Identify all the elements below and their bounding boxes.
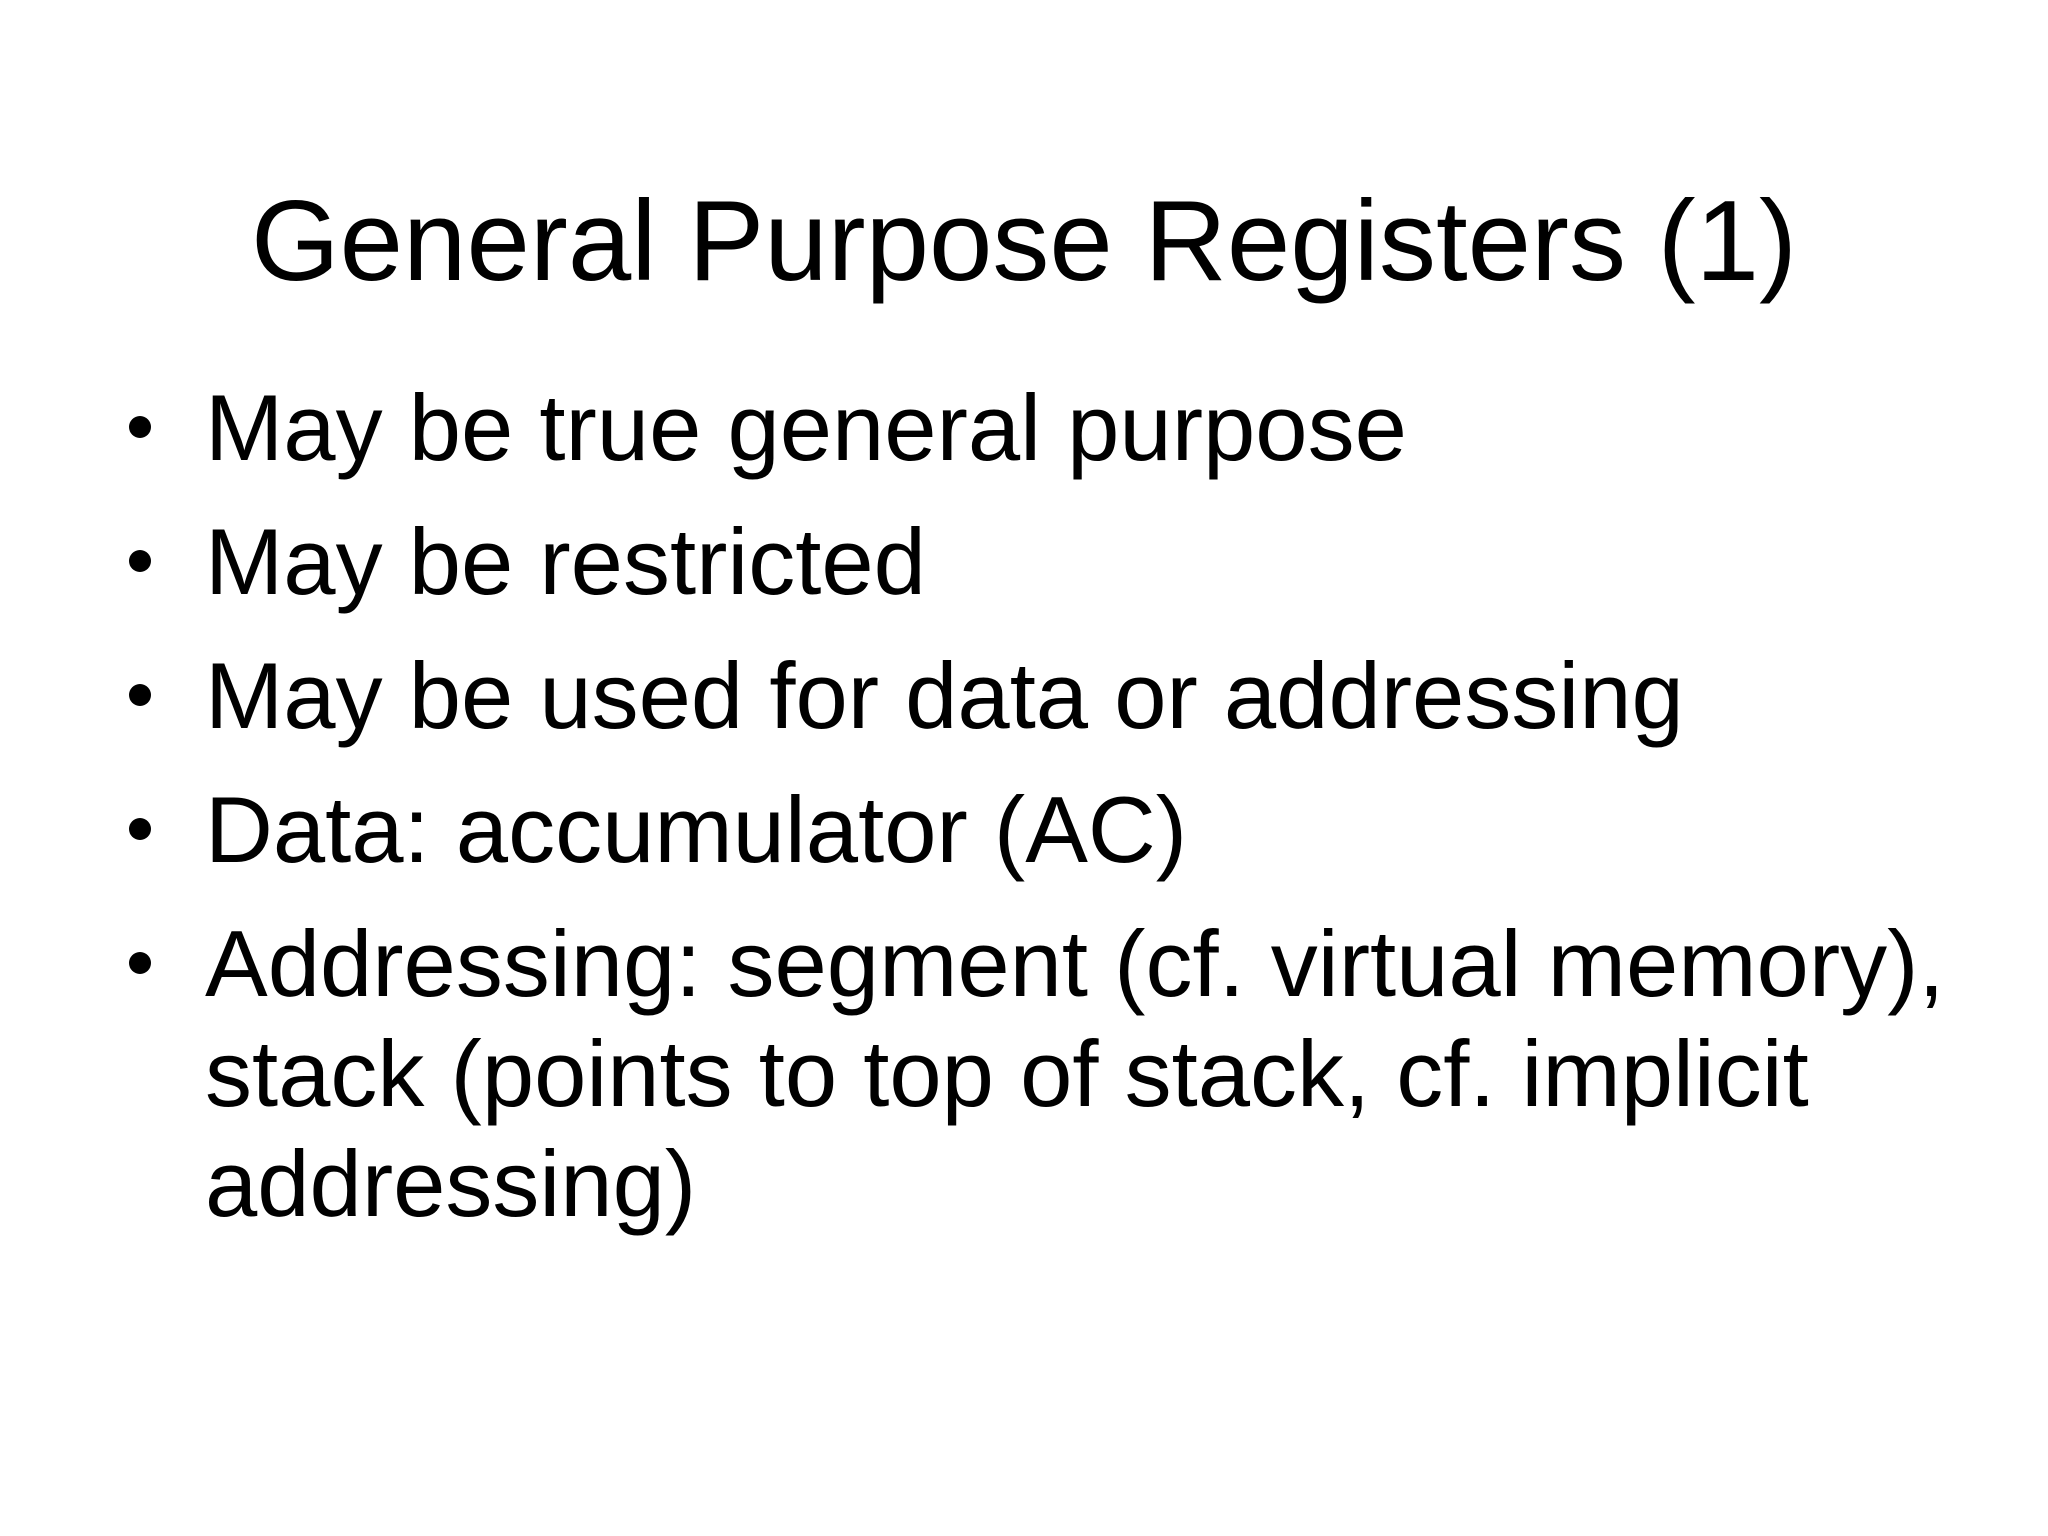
bullet-text: May be restricted <box>205 509 926 614</box>
bullet-item: May be restricted <box>0 507 1995 617</box>
bullet-dot-icon <box>129 684 151 706</box>
bullet-dot-icon <box>129 416 151 438</box>
bullet-list: May be true general purpose May be restr… <box>0 373 1995 1239</box>
bullet-text: May be true general purpose <box>205 375 1407 480</box>
bullet-dot-icon <box>129 952 151 974</box>
bullet-text: Addressing: segment (cf. virtual memory)… <box>205 911 1945 1236</box>
bullet-dot-icon <box>129 550 151 572</box>
slide-title: General Purpose Registers (1) <box>250 178 1797 305</box>
bullet-item: May be true general purpose <box>0 373 1995 483</box>
bullet-text: Data: accumulator (AC) <box>205 777 1188 882</box>
bullet-item: Data: accumulator (AC) <box>0 775 1995 885</box>
bullet-item: May be used for data or addressing <box>0 641 1995 751</box>
bullet-text: May be used for data or addressing <box>205 643 1684 748</box>
bullet-dot-icon <box>129 818 151 840</box>
bullet-item: Addressing: segment (cf. virtual memory)… <box>0 909 1995 1239</box>
